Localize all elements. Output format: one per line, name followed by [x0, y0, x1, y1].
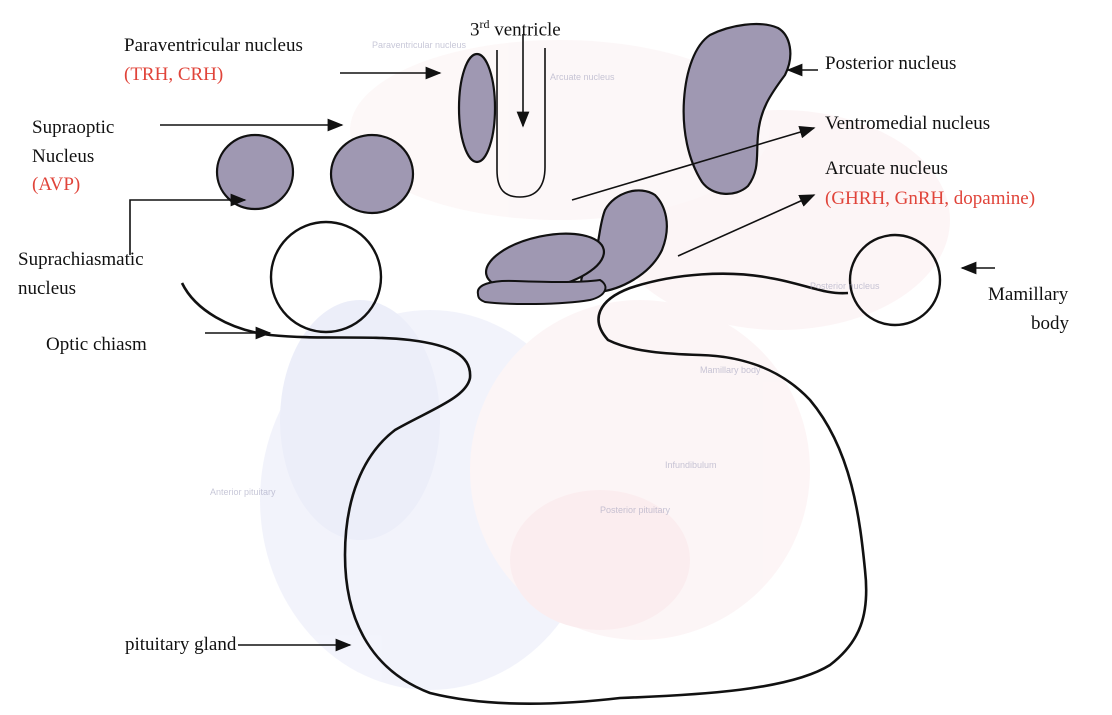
suprachiasmatic-label-line2: nucleus — [18, 277, 76, 300]
supraoptic-nucleus-left-shape — [217, 135, 293, 209]
faint-text-2: Arcuate nucleus — [550, 72, 615, 82]
faint-text-3: Posterior nucleus — [810, 281, 880, 291]
supraoptic-nucleus-right-shape — [331, 135, 413, 213]
supraoptic-hormones: (AVP) — [32, 173, 80, 196]
mamillary-label-line2: body — [1031, 312, 1069, 335]
faint-text-7: Posterior pituitary — [600, 505, 670, 515]
faint-text-4: Mamillary body — [700, 365, 761, 375]
ventromedial-label: Ventromedial nucleus — [825, 112, 990, 135]
arcuate-label: Arcuate nucleus — [825, 157, 948, 180]
faint-text-1: Paraventricular nucleus — [372, 40, 466, 50]
arcuate-hormones: (GHRH, GnRH, dopamine) — [825, 187, 1035, 210]
supraoptic-label-line2: Nucleus — [32, 145, 94, 168]
supraoptic-label-line1: Supraoptic — [32, 116, 114, 139]
faint-text-6: Anterior pituitary — [210, 487, 276, 497]
third-ventricle-label: 3rd ventricle — [470, 13, 561, 41]
mamillary-label-line1: Mamillary — [988, 283, 1068, 306]
optic-chiasm-label: Optic chiasm — [46, 333, 147, 356]
posterior-label: Posterior nucleus — [825, 52, 956, 75]
paraventricular-nucleus-shape — [459, 54, 495, 162]
third-ventricle-text: ventricle — [490, 19, 561, 40]
pituitary-label: pituitary gland — [125, 633, 236, 656]
arrow-suprachiasmatic — [130, 200, 245, 255]
faint-text-5: Infundibulum — [665, 460, 717, 470]
third-ventricle-superscript: rd — [480, 17, 490, 31]
paraventricular-hormones: (TRH, CRH) — [124, 63, 223, 86]
third-ventricle-number: 3 — [470, 19, 480, 40]
median-eminence-shape — [478, 280, 606, 304]
suprachiasmatic-label-line1: Suprachiasmatic — [18, 248, 144, 271]
paraventricular-label: Paraventricular nucleus — [124, 34, 303, 57]
